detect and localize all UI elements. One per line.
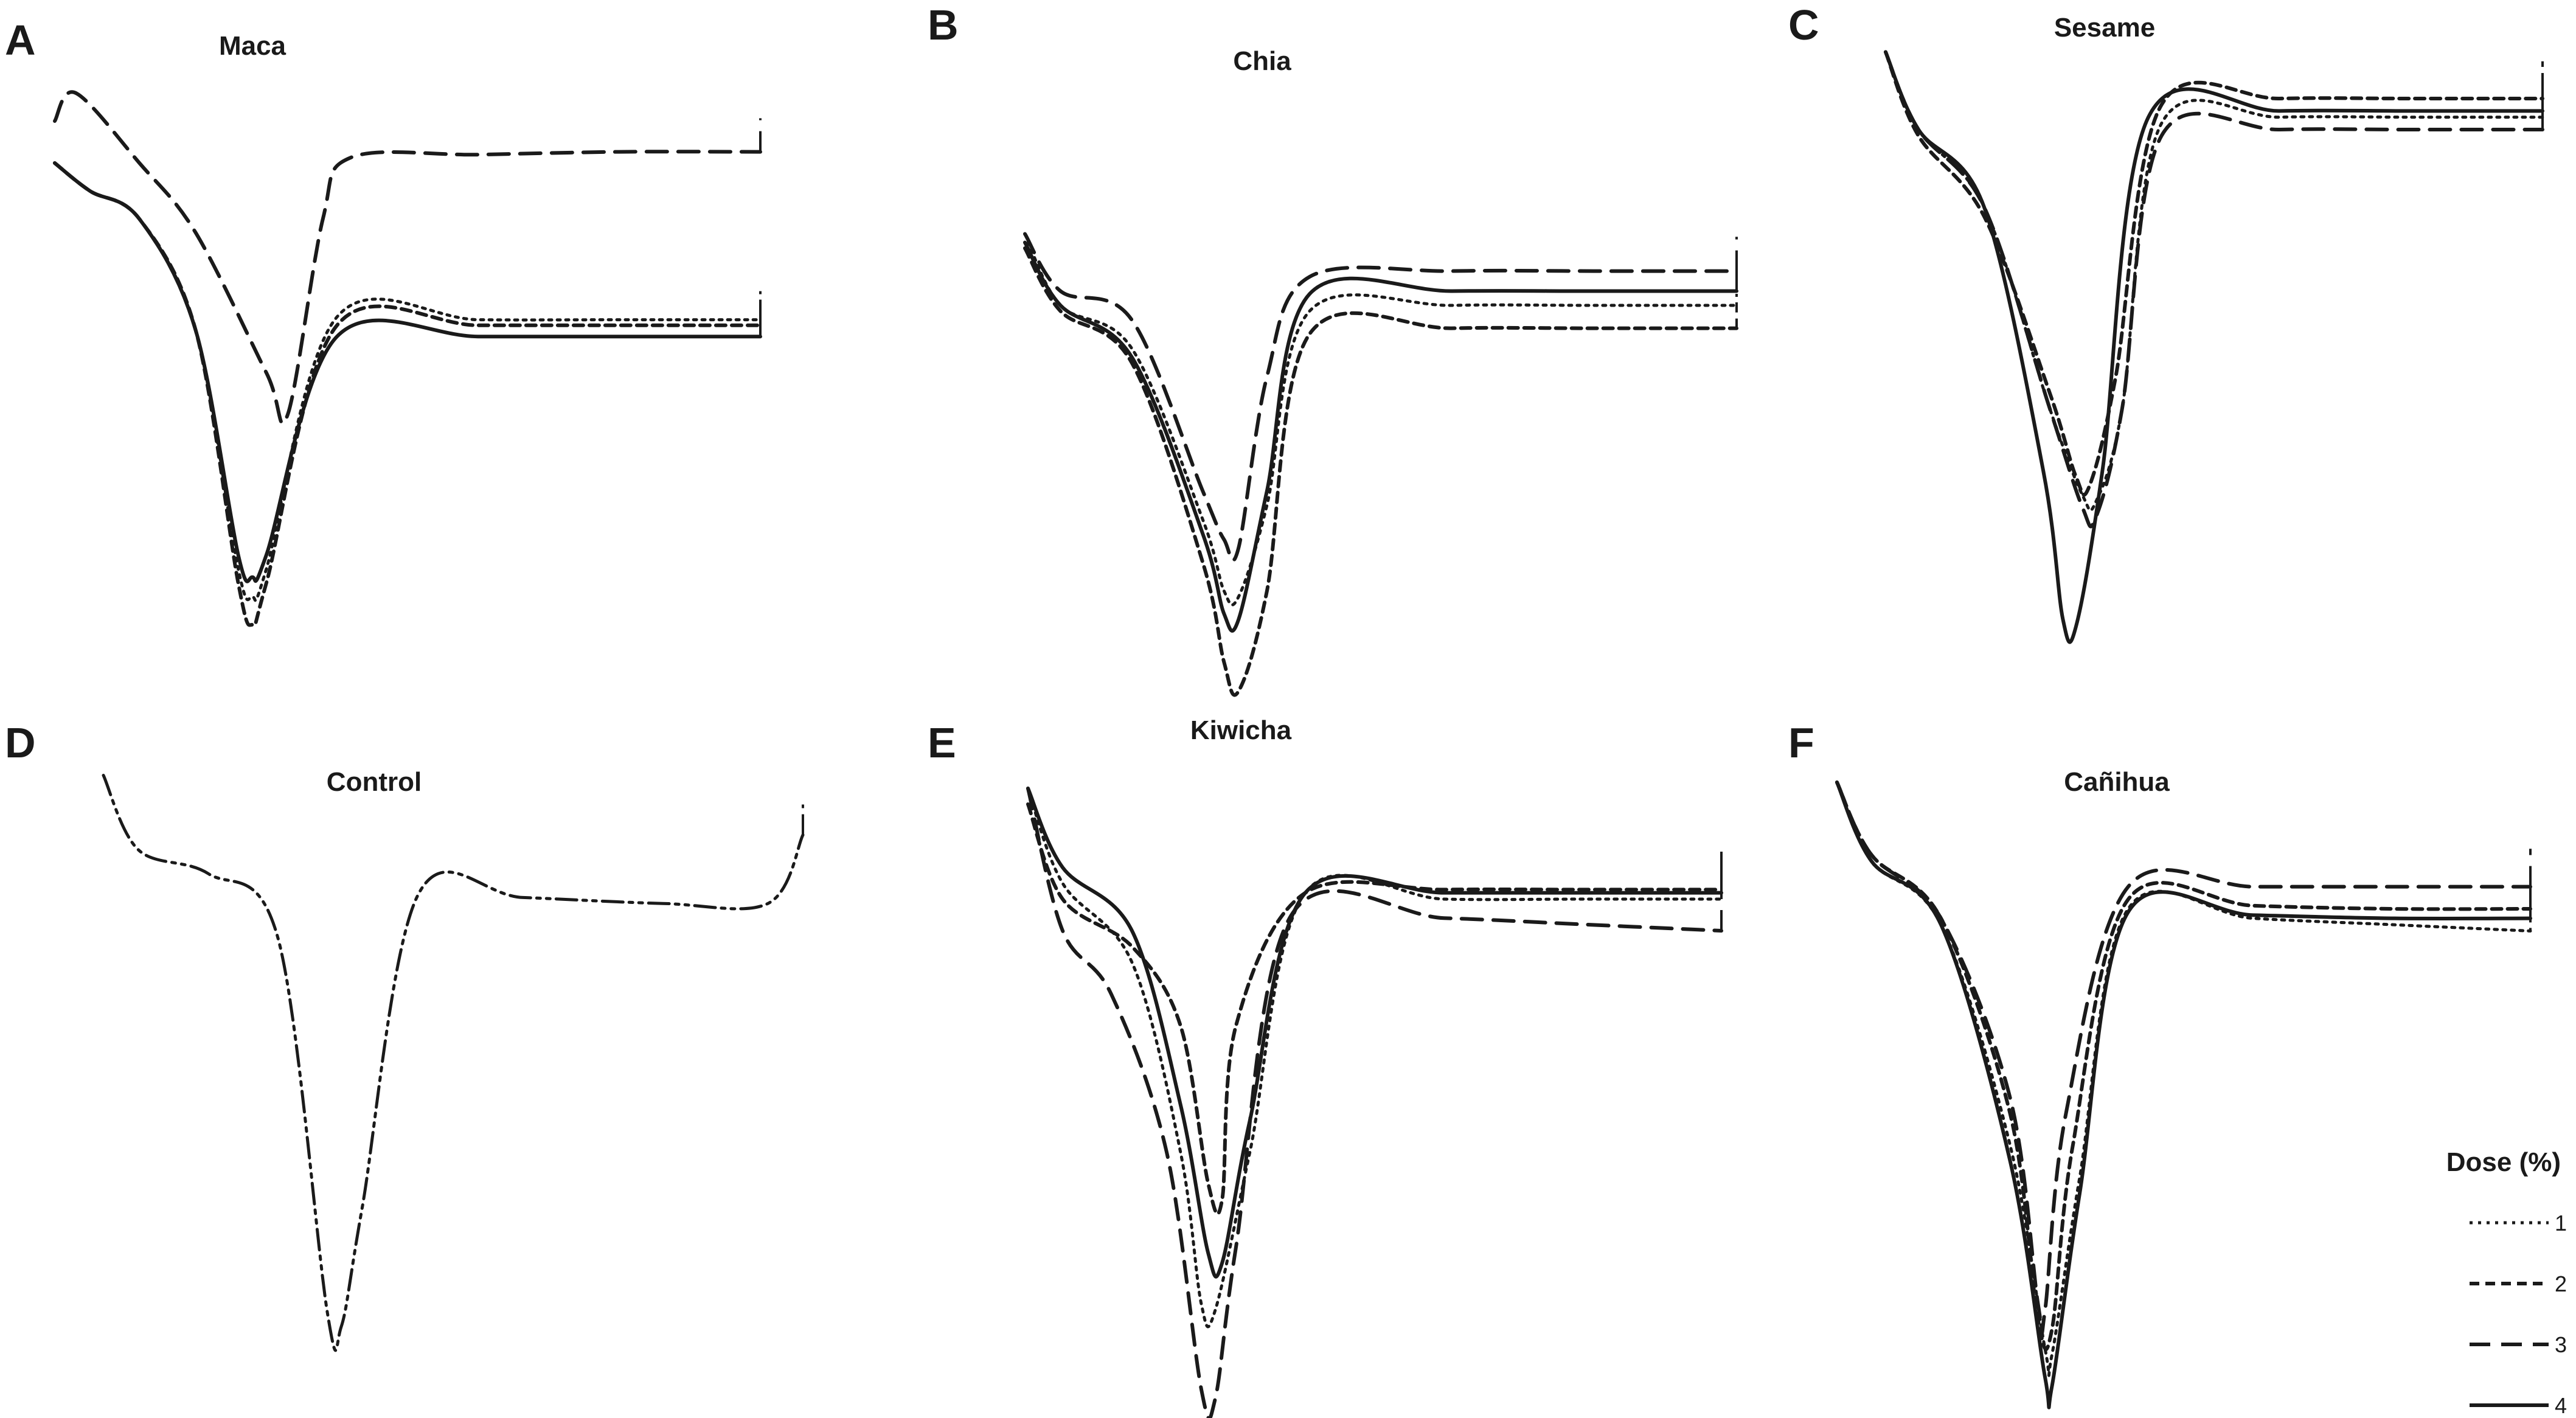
panel-title: Maca bbox=[219, 31, 286, 61]
series-group bbox=[1026, 787, 1723, 1418]
legend-label-dose-3: 3 bbox=[2555, 1332, 2567, 1357]
legend-label-dose-1: 1 bbox=[2555, 1211, 2567, 1236]
legend-label-dose-2: 2 bbox=[2555, 1271, 2567, 1296]
series-line-dose-4 bbox=[53, 161, 762, 583]
panel-letter: D bbox=[5, 719, 36, 766]
panel-letter: F bbox=[1788, 719, 1814, 766]
series-line-dose-3 bbox=[1835, 780, 2532, 1335]
series-line-dose-4 bbox=[1023, 240, 1738, 633]
series-group bbox=[53, 90, 762, 627]
panel-title: Kiwicha bbox=[1190, 715, 1292, 745]
series-line-dose-3 bbox=[1026, 787, 1723, 1418]
panel-title: Chia bbox=[1233, 46, 1291, 76]
series-line-dose-4 bbox=[1884, 50, 2544, 644]
panel-title: Control bbox=[327, 767, 422, 797]
legend-title: Dose (%) bbox=[2446, 1147, 2561, 1177]
series-line-dose-1 bbox=[1023, 232, 1738, 606]
panel-letter: E bbox=[928, 719, 956, 766]
series-line-dose-3 bbox=[1884, 50, 2544, 529]
series-line-dose-2 bbox=[1023, 246, 1738, 697]
panel-a: A Maca bbox=[5, 16, 762, 627]
series-line-dose-3 bbox=[1023, 232, 1738, 562]
series-line-dose-1 bbox=[1026, 787, 1723, 1329]
panel-letter: C bbox=[1788, 1, 1819, 49]
panel-d: D Control bbox=[5, 719, 805, 1352]
panel-title: Cañihua bbox=[2064, 767, 2170, 797]
panel-c: C Sesame bbox=[1788, 1, 2544, 644]
series-line-dose-2 bbox=[1884, 50, 2544, 497]
legend-label-dose-4: 4 bbox=[2555, 1393, 2567, 1418]
series-group bbox=[1023, 232, 1738, 697]
panel-b: B Chia bbox=[928, 1, 1738, 697]
panel-e: E Kiwicha bbox=[928, 715, 1723, 1418]
panel-letter: B bbox=[928, 1, 959, 49]
series-group bbox=[1884, 50, 2544, 644]
legend-entries: 1 2 3 4 bbox=[2470, 1211, 2567, 1418]
series-line-dose-2 bbox=[53, 161, 762, 627]
series-line-dose-2 bbox=[1026, 802, 1723, 1216]
series-line-dose-4 bbox=[1026, 787, 1723, 1279]
series-line-dose-3 bbox=[53, 90, 762, 426]
series-group bbox=[1835, 780, 2532, 1409]
panel-f: F Cañihua bbox=[1788, 719, 2532, 1409]
series-group bbox=[102, 774, 805, 1352]
series-line-dose-4 bbox=[1835, 780, 2532, 1409]
panel-letter: A bbox=[5, 16, 36, 64]
panel-title: Sesame bbox=[2054, 13, 2155, 43]
series-line-dose-control bbox=[102, 774, 805, 1352]
legend: Dose (%) 1 2 3 4 bbox=[2446, 1147, 2567, 1418]
